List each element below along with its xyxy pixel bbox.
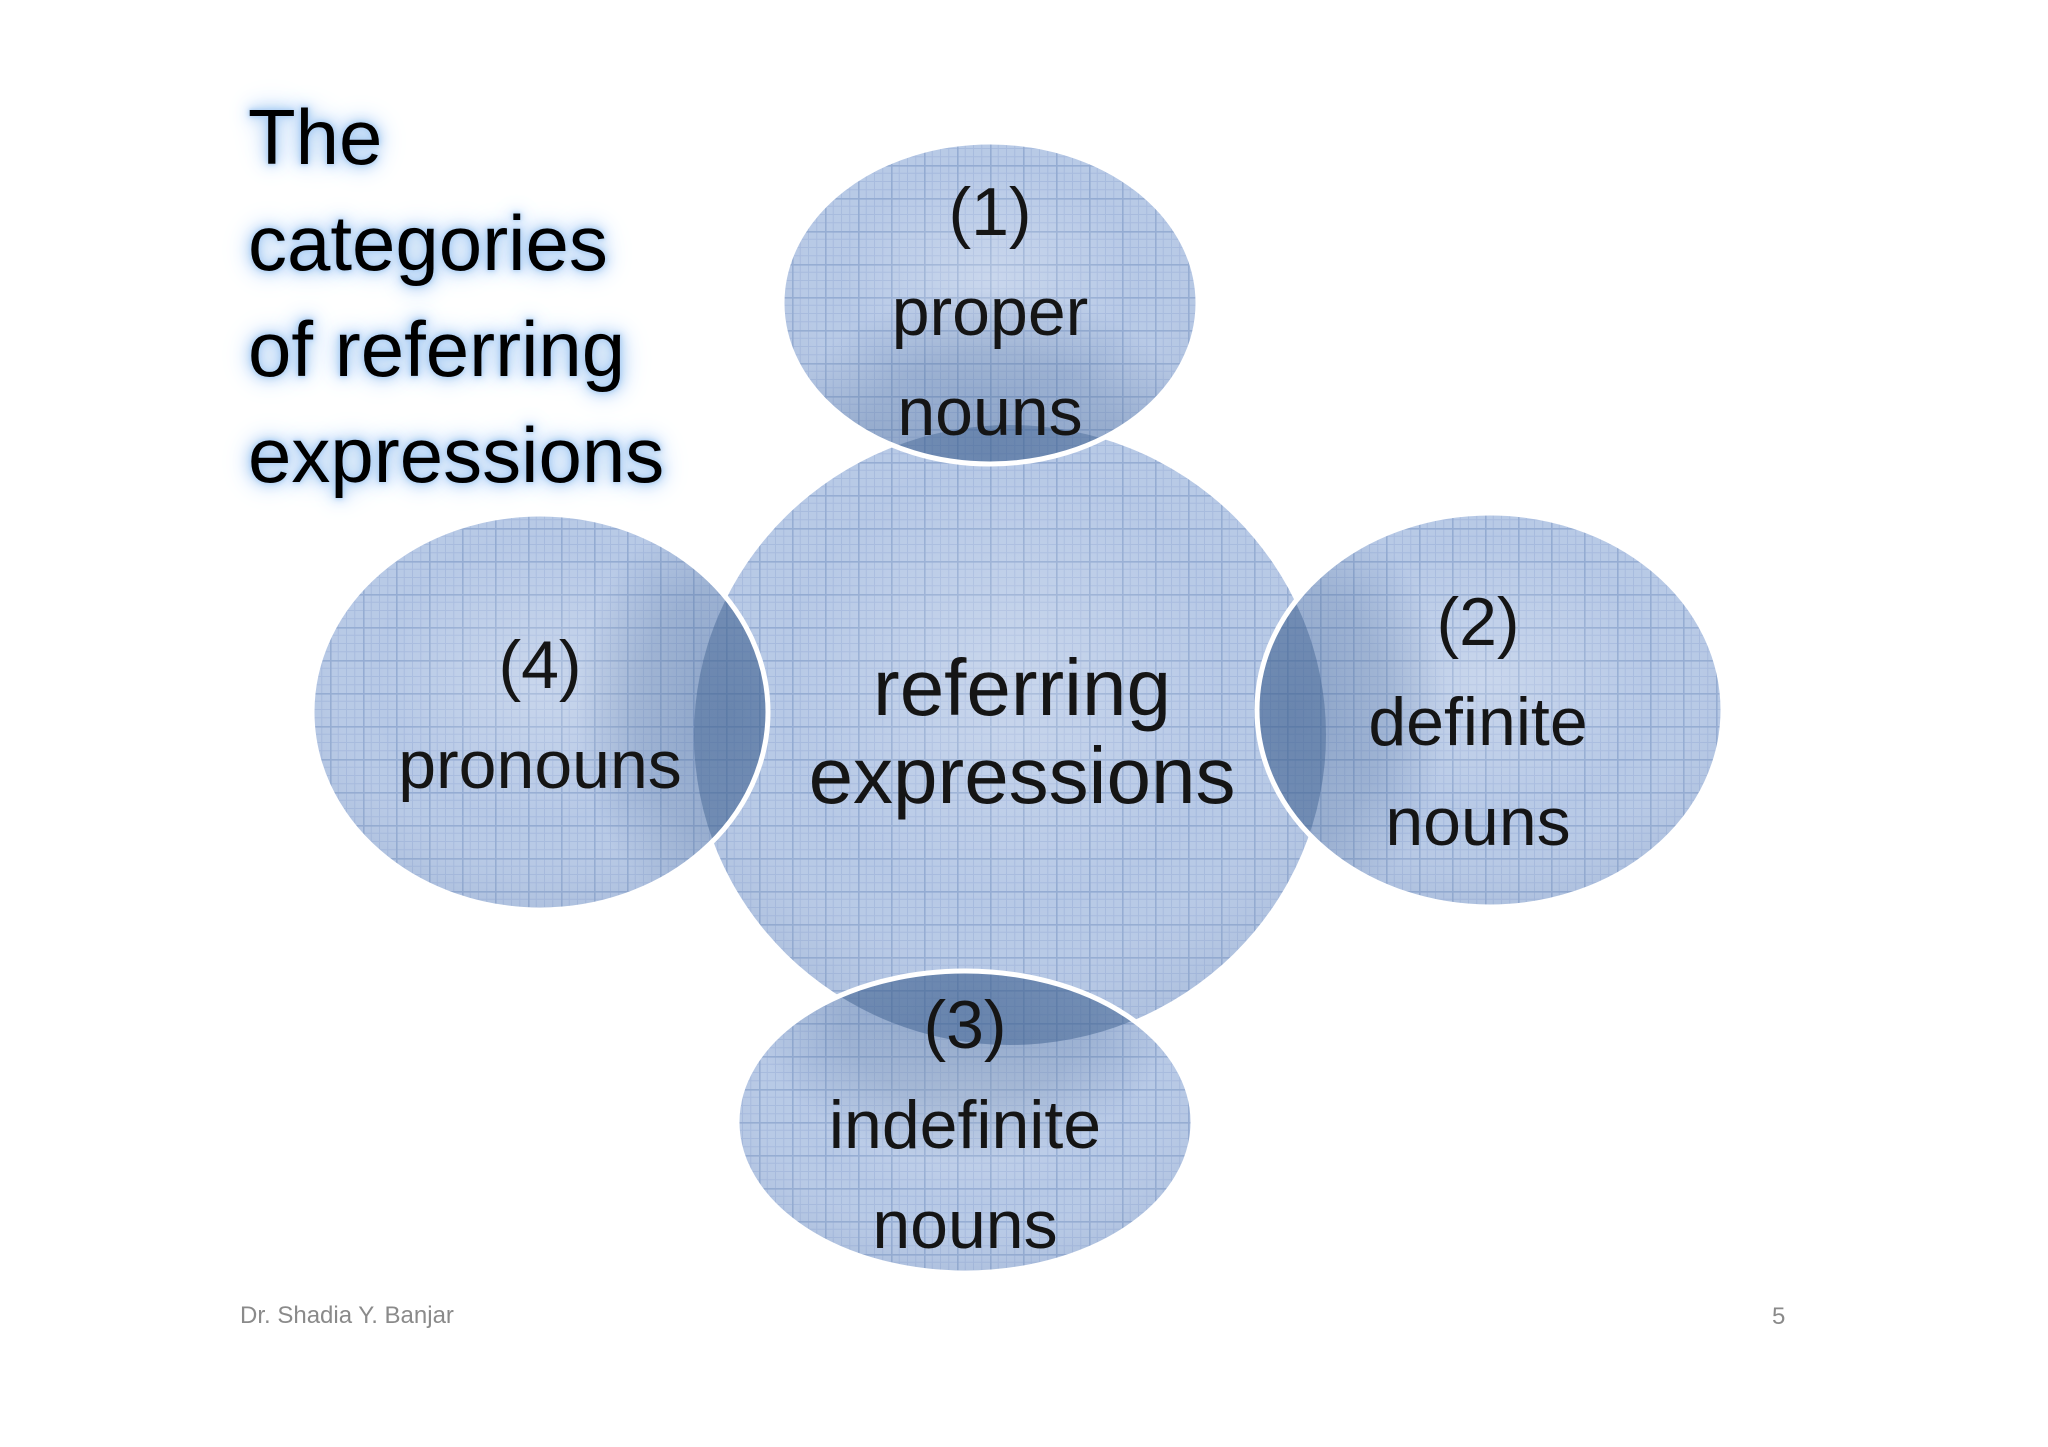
center-text-line: referring (873, 643, 1171, 732)
venn-overlap-left (576, 514, 768, 910)
venn-overlap-top (782, 290, 1198, 464)
label-pronouns: (4) pronouns (398, 615, 682, 815)
node-number: (1) (948, 174, 1032, 250)
venn-outline-left (309, 511, 771, 913)
label-referring-expressions: referring expressions (809, 644, 1236, 820)
node-text-line: nouns (872, 1187, 1058, 1263)
node-text-line: pronouns (398, 727, 682, 803)
node-text-line: nouns (897, 374, 1083, 450)
node-text-line: definite (1368, 684, 1588, 760)
venn-outline-bottom (734, 968, 1196, 1276)
center-text-line: expressions (808, 731, 1236, 820)
venn-overlap-right (1257, 513, 1447, 907)
node-text-line: nouns (1385, 784, 1571, 860)
node-number: (2) (1436, 584, 1520, 660)
venn-outline-top (779, 139, 1201, 467)
node-text-line: indefinite (828, 1087, 1102, 1163)
title-line-1: The (248, 93, 383, 181)
label-proper-nouns: (1) proper nouns (892, 162, 1089, 462)
label-indefinite-nouns: (3) indefinite nouns (829, 975, 1101, 1275)
footer-author: Dr. Shadia Y. Banjar (240, 1302, 454, 1329)
shade-referring-expressions (694, 425, 1326, 1045)
node-number: (4) (498, 627, 582, 703)
venn-outline-right (1254, 510, 1726, 910)
title-line-2: categories (248, 199, 608, 287)
node-text-line: proper (891, 274, 1089, 350)
page-title: The categories of referring expressions (248, 84, 664, 508)
venn-overlap-bottom (737, 971, 1193, 1163)
footer-page-number: 5 (1772, 1303, 1786, 1330)
title-line-3: of referring (248, 305, 626, 393)
node-number: (3) (923, 987, 1007, 1063)
title-line-4: expressions (248, 411, 665, 499)
label-definite-nouns: (2) definite nouns (1368, 572, 1587, 872)
